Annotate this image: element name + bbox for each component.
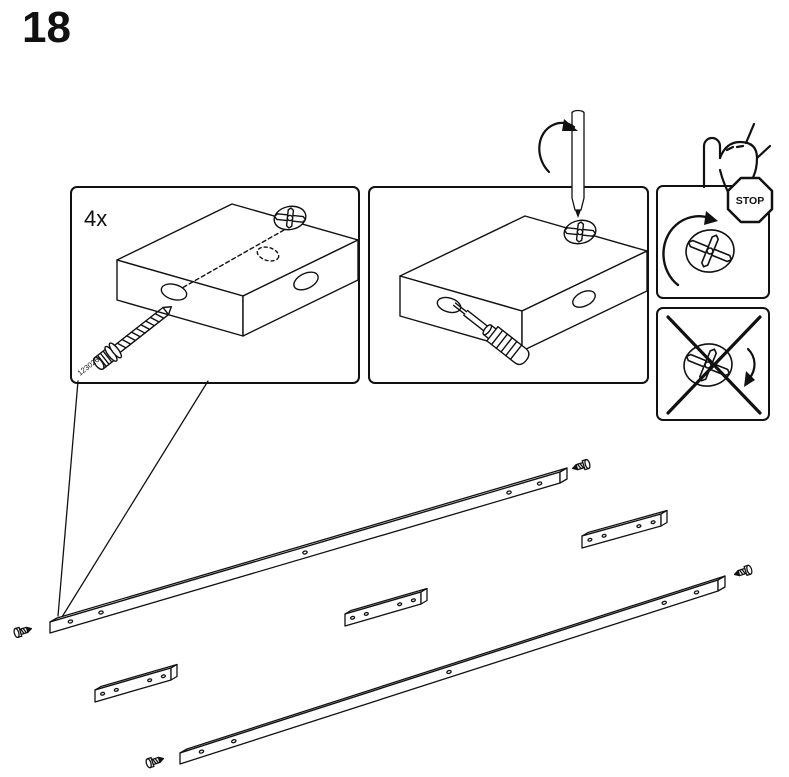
callout-box-stop <box>656 185 770 299</box>
quantity-label: 4x <box>84 206 107 231</box>
cam-lock-icon <box>273 205 307 231</box>
callout-box-do-not-overturn <box>656 307 770 421</box>
screw-icon <box>144 753 166 769</box>
rotation-arrow-icon <box>662 215 711 287</box>
cam-lock-icon <box>683 343 733 387</box>
double-ended-bolt-icon <box>92 306 172 371</box>
side-hole <box>160 283 188 301</box>
leader-lines <box>57 380 209 618</box>
side-hole <box>293 271 319 291</box>
drive-fitting-illustration <box>399 215 647 366</box>
support-rail-short <box>344 587 428 627</box>
side-rail-long <box>49 467 568 634</box>
step-number: 18 <box>22 3 71 52</box>
bolt-driver-icon <box>452 302 530 366</box>
panel-illustration <box>399 215 647 352</box>
rail-frame-illustration <box>12 458 754 769</box>
support-rail-short <box>581 509 668 549</box>
support-rail-short <box>94 663 178 703</box>
rotation-arrow-icon <box>538 119 578 174</box>
screw-icon <box>732 564 754 580</box>
screw-icon <box>12 623 34 639</box>
cam-lock-icon <box>685 229 735 273</box>
callout-box-drive-fitting <box>368 186 649 384</box>
screw-icon <box>570 458 592 474</box>
cam-stop-illustration <box>662 211 735 287</box>
side-rail-long <box>179 575 726 765</box>
insert-fitting-illustration: 4x <box>76 203 358 378</box>
side-hole <box>436 296 462 314</box>
cam-lock-icon <box>563 219 597 245</box>
guide-dashed-line <box>181 229 285 289</box>
panel-illustration <box>116 203 358 337</box>
callout-box-insert-fitting: 4x <box>70 186 360 384</box>
cam-do-not-illustration <box>666 315 762 415</box>
side-hole <box>572 290 596 308</box>
cam-hole-dashed <box>256 246 280 262</box>
cross-out-icon <box>666 315 762 415</box>
